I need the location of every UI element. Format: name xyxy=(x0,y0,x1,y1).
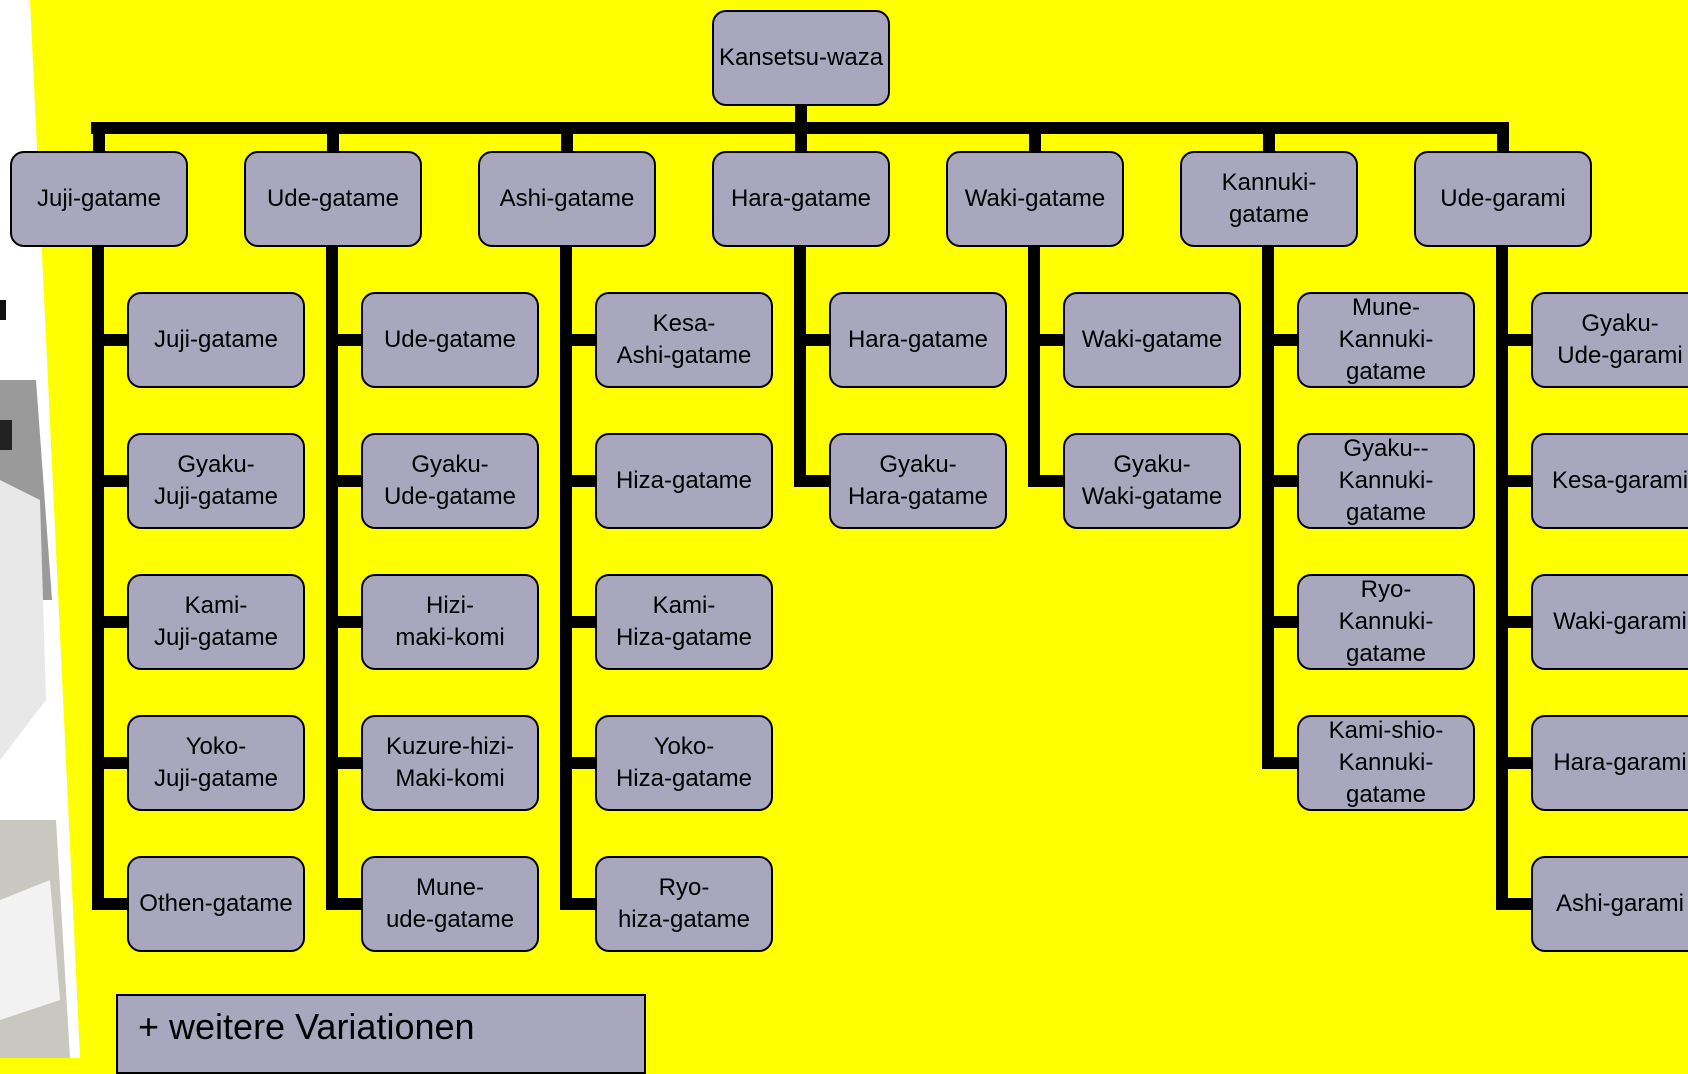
category-node: Kannuki- gatame xyxy=(1180,151,1358,247)
technique-node: Hara-garami xyxy=(1531,715,1688,811)
category-node: Waki-gatame xyxy=(946,151,1124,247)
technique-node: Waki-gatame xyxy=(1063,292,1241,388)
technique-node: Kami-shio- Kannuki-gatame xyxy=(1297,715,1475,811)
technique-node: Ryo- Kannuki-gatame xyxy=(1297,574,1475,670)
category-node: Juji-gatame xyxy=(10,151,188,247)
technique-node: Gyaku- Ude-garami xyxy=(1531,292,1688,388)
variations-note: + weitere Variationen xyxy=(116,994,646,1074)
technique-node: Hara-gatame xyxy=(829,292,1007,388)
technique-node: Yoko- Juji-gatame xyxy=(127,715,305,811)
technique-node: Hizi- maki-komi xyxy=(361,574,539,670)
root-node: Kansetsu-waza xyxy=(712,10,890,106)
category-node: Ude-garami xyxy=(1414,151,1592,247)
technique-node: Kuzure-hizi- Maki-komi xyxy=(361,715,539,811)
technique-node: Othen-gatame xyxy=(127,856,305,952)
technique-node: Gyaku- Juji-gatame xyxy=(127,433,305,529)
technique-node: Waki-garami xyxy=(1531,574,1688,670)
technique-node: Hiza-gatame xyxy=(595,433,773,529)
technique-node: Kesa- Ashi-gatame xyxy=(595,292,773,388)
technique-node: Mune- ude-gatame xyxy=(361,856,539,952)
technique-node: Gyaku- Waki-gatame xyxy=(1063,433,1241,529)
technique-node: Kami- Juji-gatame xyxy=(127,574,305,670)
technique-node: Kesa-garami xyxy=(1531,433,1688,529)
technique-node: Ashi-garami xyxy=(1531,856,1688,952)
technique-node: Gyaku- Hara-gatame xyxy=(829,433,1007,529)
technique-node: Ude-gatame xyxy=(361,292,539,388)
category-node: Hara-gatame xyxy=(712,151,890,247)
technique-node: Juji-gatame xyxy=(127,292,305,388)
technique-node: Kami- Hiza-gatame xyxy=(595,574,773,670)
technique-node: Yoko- Hiza-gatame xyxy=(595,715,773,811)
technique-node: Gyaku-- Kannuki-gatame xyxy=(1297,433,1475,529)
category-node: Ude-gatame xyxy=(244,151,422,247)
technique-node: Gyaku- Ude-gatame xyxy=(361,433,539,529)
technique-node: Mune- Kannuki-gatame xyxy=(1297,292,1475,388)
judo-photo-strip xyxy=(0,0,80,1058)
technique-node: Ryo- hiza-gatame xyxy=(595,856,773,952)
category-node: Ashi-gatame xyxy=(478,151,656,247)
